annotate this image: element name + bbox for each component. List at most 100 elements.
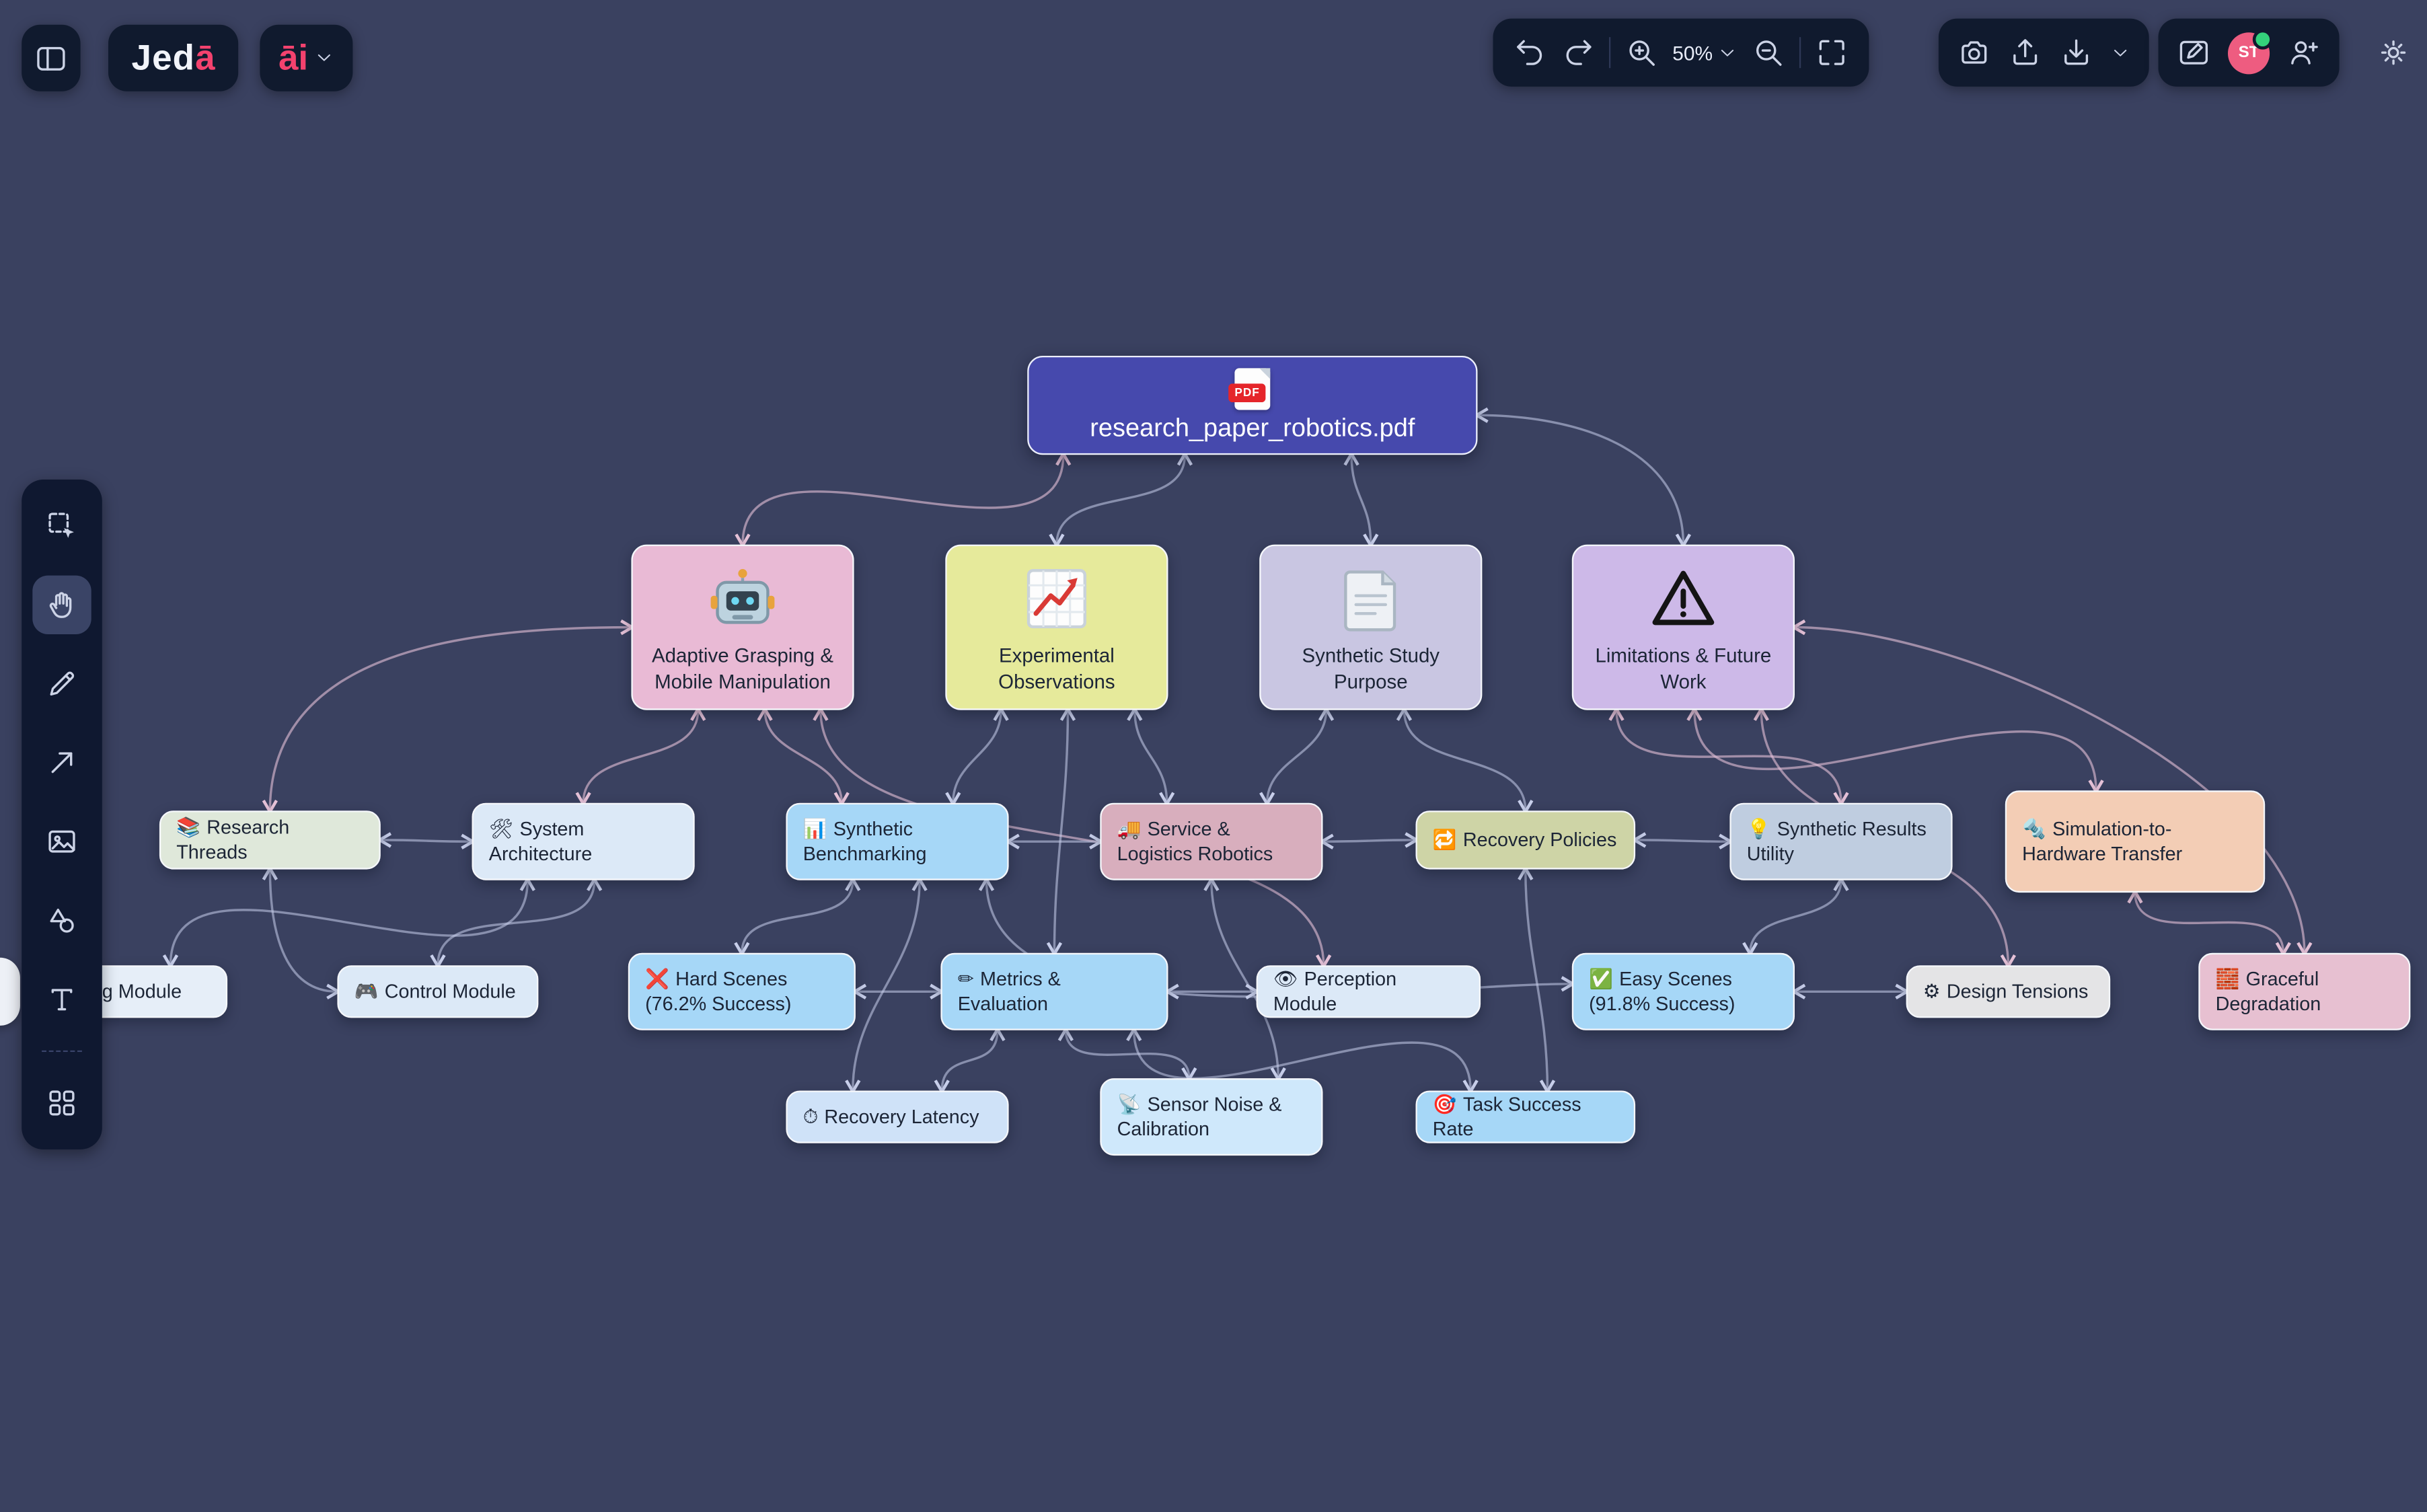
node-recovery-policies[interactable]: 🔁Recovery Policies [1415,810,1636,870]
tool-shapes[interactable] [32,891,91,950]
edge-synthetic-benchmarking-recovery-latency [853,880,920,1091]
node-metrics-evaluation[interactable]: ✏Metrics & Evaluation [940,952,1168,1030]
simulation-to-hardware-transfer-emoji-icon: 🔩 [2022,818,2046,840]
node-label: ✅Easy Scenes (91.8% Success) [1589,968,1735,1015]
node-research-threads[interactable]: 📚Research Threads [159,810,381,870]
fullscreen-icon[interactable] [1815,36,1849,70]
page-icon [1335,562,1407,636]
node-label: Limitations & Future Work [1595,643,1772,693]
zoom-level-dropdown[interactable]: 50% [1672,41,1738,64]
node-perception-module[interactable]: 👁Perception Module [1256,965,1481,1018]
tool-draw[interactable] [32,654,91,713]
easy-scenes-emoji-icon: ✅ [1589,968,1613,990]
node-label: 🛠System Architecture [488,818,593,865]
tool-media[interactable] [32,812,91,871]
tool-arrow[interactable] [32,733,91,792]
edge-synthetic-results-utility-easy-scenes [1750,880,1841,953]
node-hard-scenes[interactable]: ❌Hard Scenes (76.2% Success) [628,952,856,1030]
node-task-success-rate[interactable]: 🎯Task Success Rate [1415,1090,1636,1143]
apps-icon [45,1086,79,1121]
edge-synthetic-study-purpose-service-logistics-robotics [1267,710,1327,803]
node-service-logistics-robotics[interactable]: 🚚Service & Logistics Robotics [1100,802,1323,880]
node-g-module[interactable]: g Module [85,965,228,1018]
upload-icon[interactable] [2008,36,2042,70]
ai-template-icon[interactable] [2177,36,2211,70]
node-design-tensions[interactable]: ⚙Design Tensions [1906,965,2111,1018]
download-icon[interactable] [2059,36,2093,70]
node-control-module[interactable]: 🎮Control Module [337,965,539,1018]
node-synthetic-results-utility[interactable]: 💡Synthetic Results Utility [1729,802,1953,880]
pdf-file-icon: PDF [1228,367,1271,410]
node-adaptive-grasping-mobile-manipulation[interactable]: Adaptive Grasping & Mobile Manipulation [631,544,854,710]
undo-icon[interactable] [1513,36,1547,70]
node-recovery-latency[interactable]: ⏱Recovery Latency [786,1090,1009,1143]
perception-module-emoji-icon: 👁 [1273,968,1298,990]
tool-marquee-select[interactable] [32,496,91,555]
node-experimental-observations[interactable]: Experimental Observations [945,544,1168,710]
edge-synthetic-study-purpose-recovery-policies [1404,710,1525,811]
marquee-select-icon [45,509,79,543]
edge-metrics-evaluation-sensor-noise-calibration [1066,1030,1189,1078]
tool-text[interactable] [32,970,91,1028]
edge-simulation-to-hardware-transfer-graceful-degradation [2135,893,2283,953]
recovery-latency-emoji-icon: ⏱ [802,1106,819,1128]
node-label: Experimental Observations [998,643,1115,693]
node-label: ❌Hard Scenes (76.2% Success) [645,968,792,1015]
divider [42,1050,82,1052]
edge-system-architecture-g-module [170,880,527,966]
node-synthetic-benchmarking[interactable]: 📊Synthetic Benchmarking [786,802,1009,880]
sidebar-toggle-button[interactable] [22,24,81,91]
collapsed-panel-handle[interactable] [0,957,20,1026]
account-toolbar: ST [2158,18,2340,87]
node-simulation-to-hardware-transfer[interactable]: 🔩Simulation-to-Hardware Transfer [2005,790,2266,893]
sidebar-toggle-icon [34,41,69,75]
zoom-out-icon[interactable] [1752,36,1786,70]
edge-pdf-adaptive-grasping-mobile-manipulation [743,455,1063,544]
control-module-emoji-icon: 🎮 [354,980,379,1003]
hard-scenes-emoji-icon: ❌ [645,968,669,990]
shapes-icon [45,903,79,938]
node-sensor-noise-calibration[interactable]: 📡Sensor Noise & Calibration [1100,1078,1323,1156]
screenshot-icon[interactable] [1957,36,1992,70]
logo-text: Jed [131,37,196,77]
tool-hand[interactable] [32,575,91,634]
pdf-badge: PDF [1228,383,1266,402]
node-label: Synthetic Study Purpose [1302,643,1440,693]
recovery-policies-emoji-icon: 🔁 [1432,829,1457,851]
node-easy-scenes[interactable]: ✅Easy Scenes (91.8% Success) [1571,952,1795,1030]
node-label: 🎮Control Module [354,980,516,1003]
divider [1609,37,1611,69]
edge-pdf-experimental-observations [1057,455,1185,544]
node-label: 🧱Graceful Degradation [2215,968,2321,1015]
ai-menu-button[interactable]: āi [260,24,353,91]
zoom-in-icon[interactable] [1625,36,1659,70]
node-label: Adaptive Grasping & Mobile Manipulation [652,643,833,693]
node-system-architecture[interactable]: 🛠System Architecture [472,802,695,880]
tool-apps[interactable] [32,1073,91,1132]
edge-synthetic-benchmarking-hard-scenes [742,880,853,953]
edge-pdf-limitations-future-work [1478,415,1684,544]
node-label: 🔩Simulation-to-Hardware Transfer [2022,818,2183,865]
node-research-paper-pdf[interactable]: PDF research_paper_robotics.pdf [1027,356,1478,455]
invite-user-icon[interactable] [2286,36,2321,70]
node-label: g Module [102,980,182,1003]
node-label: 📚Research Threads [176,816,290,864]
user-avatar[interactable]: ST [2228,28,2273,74]
edge-pdf-synthetic-study-purpose [1351,455,1371,544]
node-synthetic-study-purpose[interactable]: Synthetic Study Purpose [1259,544,1483,710]
node-label: ✏Metrics & Evaluation [957,968,1061,1015]
edge-experimental-observations-service-logistics-robotics [1135,710,1167,803]
node-label: 📡Sensor Noise & Calibration [1117,1093,1282,1141]
pdf-node-label: research_paper_robotics.pdf [1090,414,1415,442]
node-graceful-degradation[interactable]: 🧱Graceful Degradation [2198,952,2411,1030]
export-toolbar [1938,18,2149,87]
node-label: 🔁Recovery Policies [1432,829,1617,851]
synthetic-benchmarking-emoji-icon: 📊 [802,818,827,840]
node-limitations-future-work[interactable]: Limitations & Future Work [1571,544,1795,710]
node-label: ⚙Design Tensions [1922,980,2089,1003]
settings-button[interactable] [2361,19,2426,87]
redo-icon[interactable] [1561,36,1596,70]
